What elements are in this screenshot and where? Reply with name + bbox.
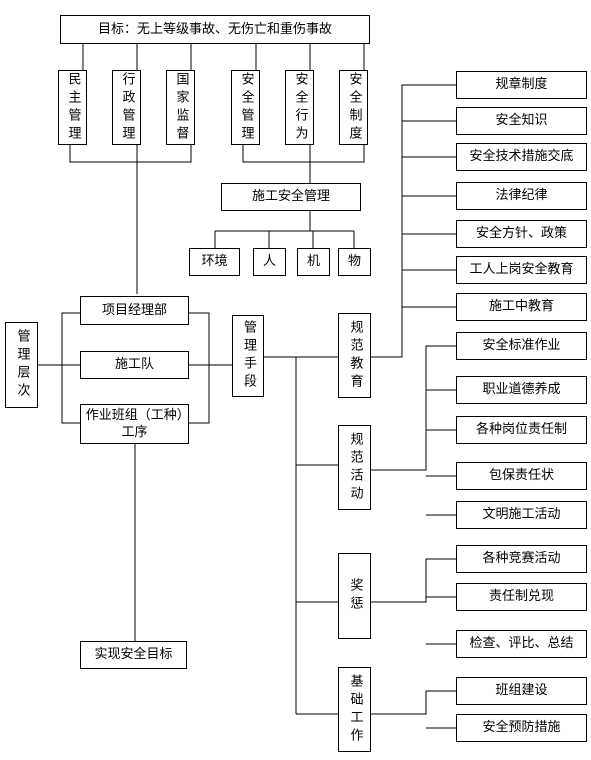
activities-item: 各种岗位责任制 [456, 416, 587, 444]
education-item: 安全方针、政策 [456, 220, 587, 248]
means-reward-punishment: 奖惩 [338, 553, 371, 639]
reward-item: 各种竞赛活动 [456, 545, 587, 573]
means-education: 规范教育 [338, 313, 371, 398]
construction-safety-box: 施工安全管理 [221, 183, 361, 211]
foundation-item: 安全预防措施 [456, 714, 587, 742]
supervision-democratic: 民主管理 [58, 70, 87, 145]
means-activities: 规范活动 [338, 425, 371, 510]
element-machine: 机 [297, 248, 330, 276]
education-item: 法律纪律 [456, 182, 587, 210]
activities-item: 文明施工活动 [456, 501, 587, 529]
level-construction-team: 施工队 [80, 351, 189, 379]
activities-item: 安全标准作业 [456, 332, 587, 360]
supervision-national: 国家监督 [166, 70, 195, 145]
element-people: 人 [253, 248, 286, 276]
means-foundation-work: 基础工作 [338, 667, 371, 752]
pillar-safety-behavior: 安全行为 [285, 70, 314, 145]
pillar-safety-management: 安全管理 [231, 70, 260, 145]
achieve-goal-box: 实现安全目标 [80, 641, 187, 669]
education-item: 工人上岗安全教育 [456, 256, 587, 284]
activities-item: 职业道德养成 [456, 376, 587, 404]
reward-item: 检查、评比、总结 [456, 630, 587, 658]
management-levels-box: 管理层次 [5, 322, 38, 408]
education-item: 安全技术措施交底 [456, 143, 587, 171]
supervision-administrative: 行政管理 [112, 70, 141, 145]
element-environment: 环境 [189, 248, 240, 276]
reward-item: 责任制兑现 [456, 583, 587, 611]
education-item: 安全知识 [456, 107, 587, 135]
education-item: 施工中教育 [456, 293, 587, 321]
activities-item: 包保责任状 [456, 462, 587, 490]
level-project-dept: 项目经理部 [80, 296, 189, 325]
management-means-box: 管理手段 [232, 315, 264, 397]
level-work-group: 作业班组（工种）工序 [80, 404, 189, 444]
foundation-item: 班组建设 [456, 677, 587, 705]
element-material: 物 [338, 248, 371, 276]
goal-box: 目标：无上等级事故、无伤亡和重伤事故 [60, 15, 370, 44]
pillar-safety-system: 安全制度 [339, 70, 368, 145]
education-item: 规章制度 [456, 71, 587, 99]
